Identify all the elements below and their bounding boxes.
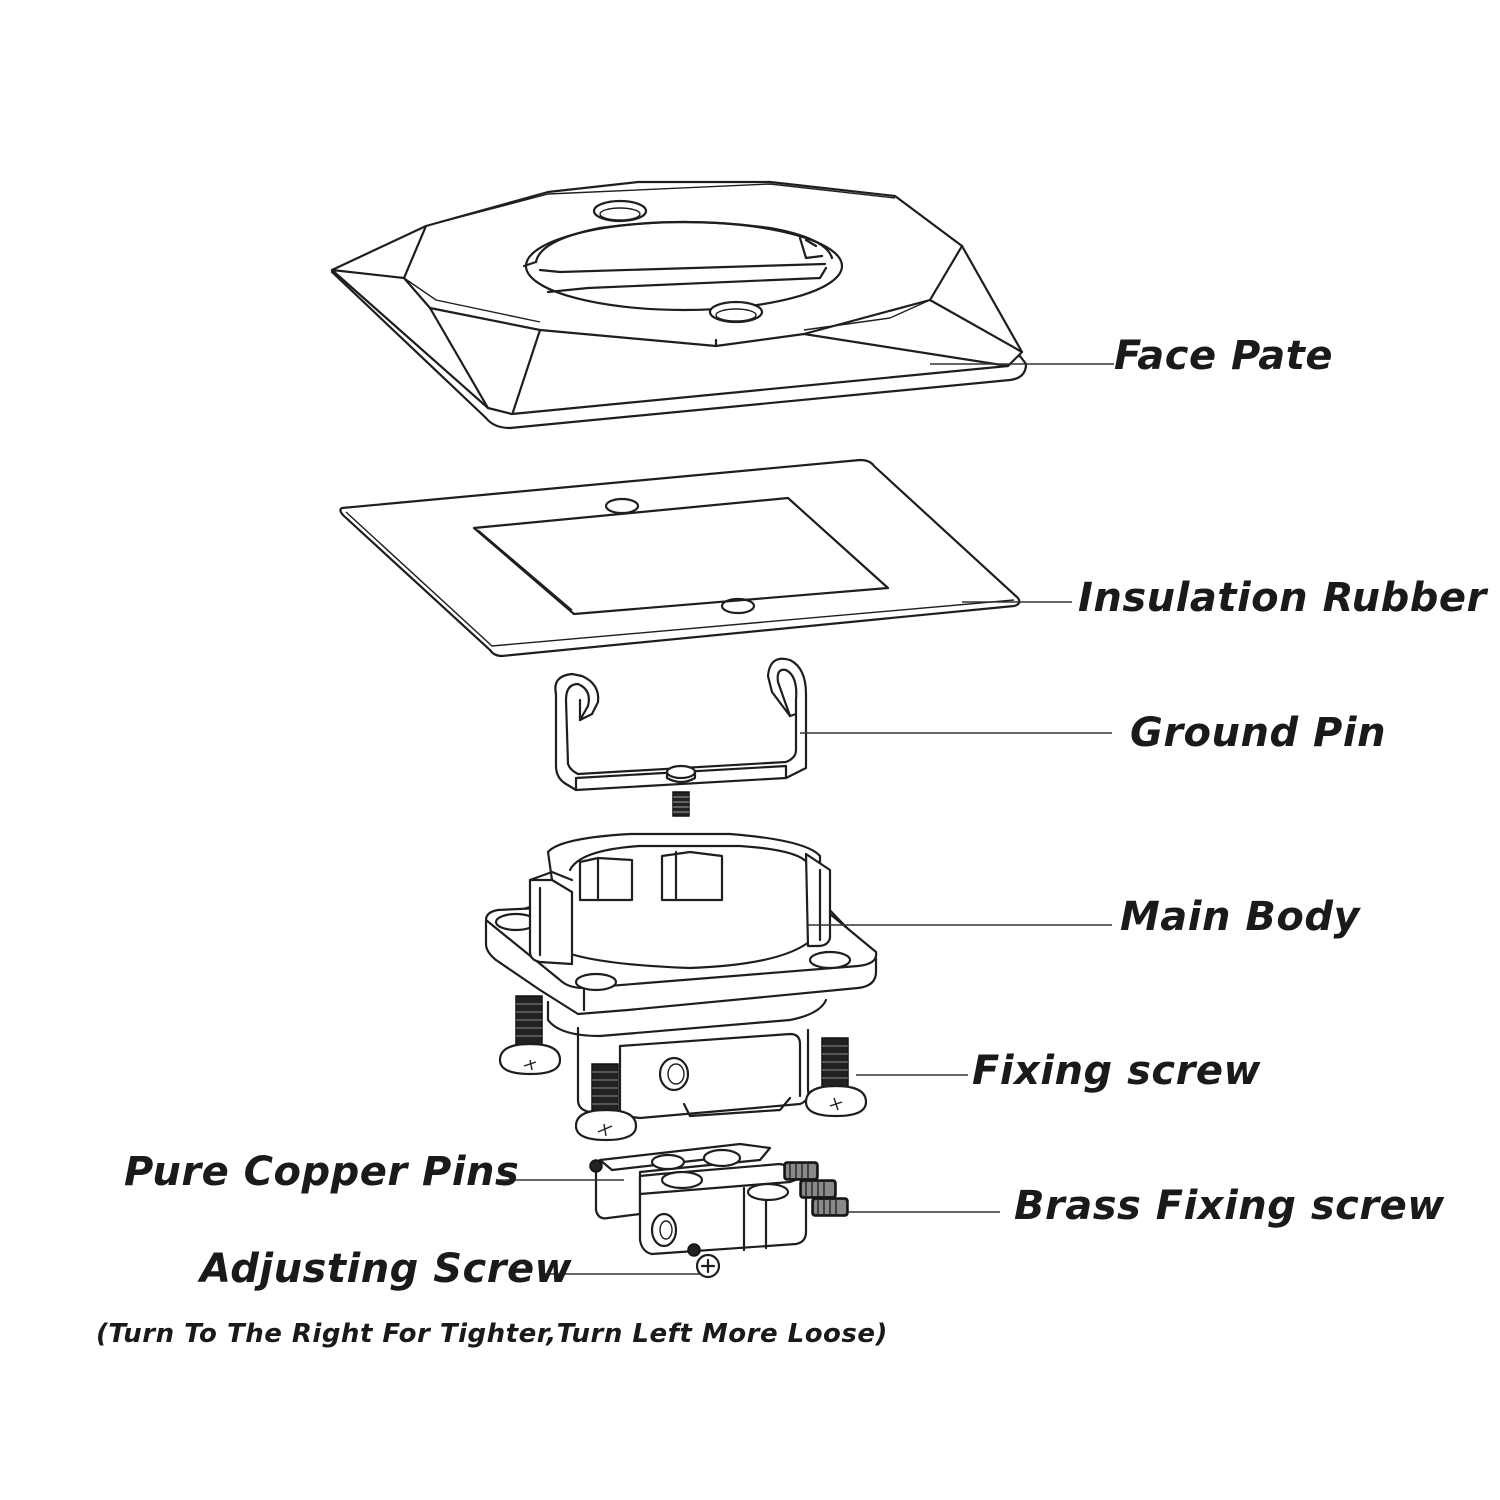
- label-adjusting-screw: Adjusting Screw: [200, 1246, 573, 1292]
- label-adjusting-note: (Turn To The Right For Tighter,Turn Left…: [96, 1319, 888, 1349]
- label-brass-fixing-screw: Brass Fixing screw: [1014, 1183, 1445, 1229]
- fixing-screws-part: [498, 995, 868, 1142]
- label-main-body: Main Body: [1120, 894, 1361, 940]
- label-fixing-screw: Fixing screw: [972, 1048, 1261, 1094]
- leader-lines: [496, 363, 1114, 1275]
- ground-pin-part: [554, 657, 808, 817]
- copper-pins-part: [589, 1142, 808, 1279]
- insulation-rubber-part: [339, 458, 1021, 658]
- brass-screws-part: [783, 1161, 849, 1217]
- label-insulation-rubber: Insulation Rubber: [1078, 575, 1487, 621]
- label-face-plate: Face Pate: [1114, 333, 1333, 379]
- label-pure-copper-pins: Pure Copper Pins: [124, 1149, 520, 1195]
- face-plate-part: [330, 180, 1028, 430]
- label-ground-pin: Ground Pin: [1130, 710, 1387, 756]
- main-body-part: [484, 832, 878, 1120]
